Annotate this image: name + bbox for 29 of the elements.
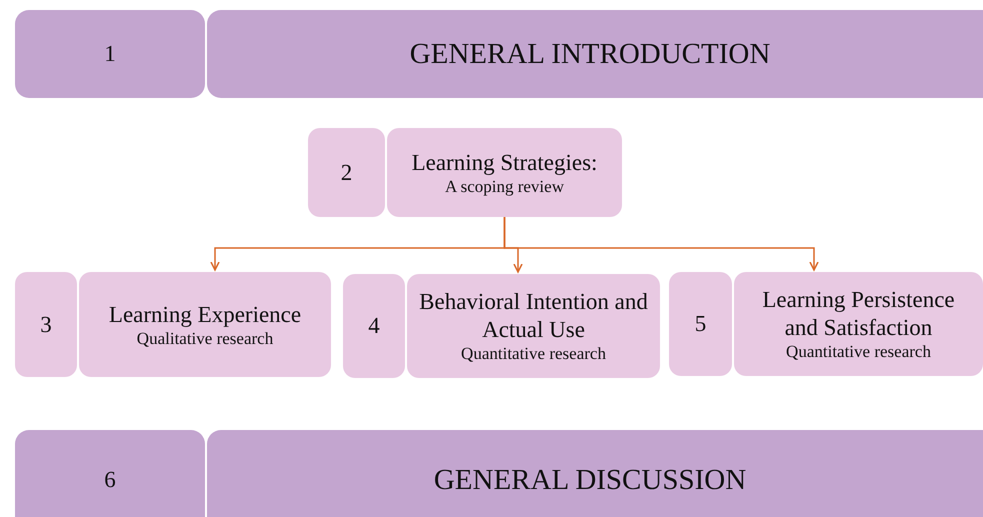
chapter-box xyxy=(407,274,660,378)
section-banner xyxy=(207,10,983,98)
number-box xyxy=(15,272,77,377)
chapter-title: Learning Strategies: xyxy=(412,148,598,176)
research-type: Quantitative research xyxy=(461,344,606,364)
chapter-number: 5 xyxy=(694,310,706,338)
research-type: Qualitative research xyxy=(136,328,274,348)
number-box xyxy=(669,272,732,376)
arrow xyxy=(504,217,819,271)
chapter-number: 1 xyxy=(104,40,116,68)
chapter-title: Learning Experience xyxy=(108,300,302,328)
section-banner xyxy=(207,430,983,517)
chapter-box xyxy=(79,272,331,377)
heading: GENERAL DISCUSSION xyxy=(434,466,746,494)
research-type: A scoping review xyxy=(445,176,564,196)
research-type: Quantitative research xyxy=(786,342,931,362)
chapter-number: 3 xyxy=(40,310,52,338)
chapter-number: 2 xyxy=(340,158,352,186)
number-box xyxy=(343,274,405,378)
chapter-title: Learning Persistence and Satisfaction xyxy=(761,286,956,342)
chapter-title: Behavioral Intention and Actual Use xyxy=(419,288,648,344)
chapter-box xyxy=(387,128,622,217)
chapter-box xyxy=(734,272,983,376)
number-box xyxy=(308,128,385,217)
number-box xyxy=(15,430,205,517)
number-box xyxy=(15,10,205,98)
heading: GENERAL INTRODUCTION xyxy=(410,40,770,68)
chapter-number: 6 xyxy=(104,466,116,494)
chapter-number: 4 xyxy=(368,312,380,340)
